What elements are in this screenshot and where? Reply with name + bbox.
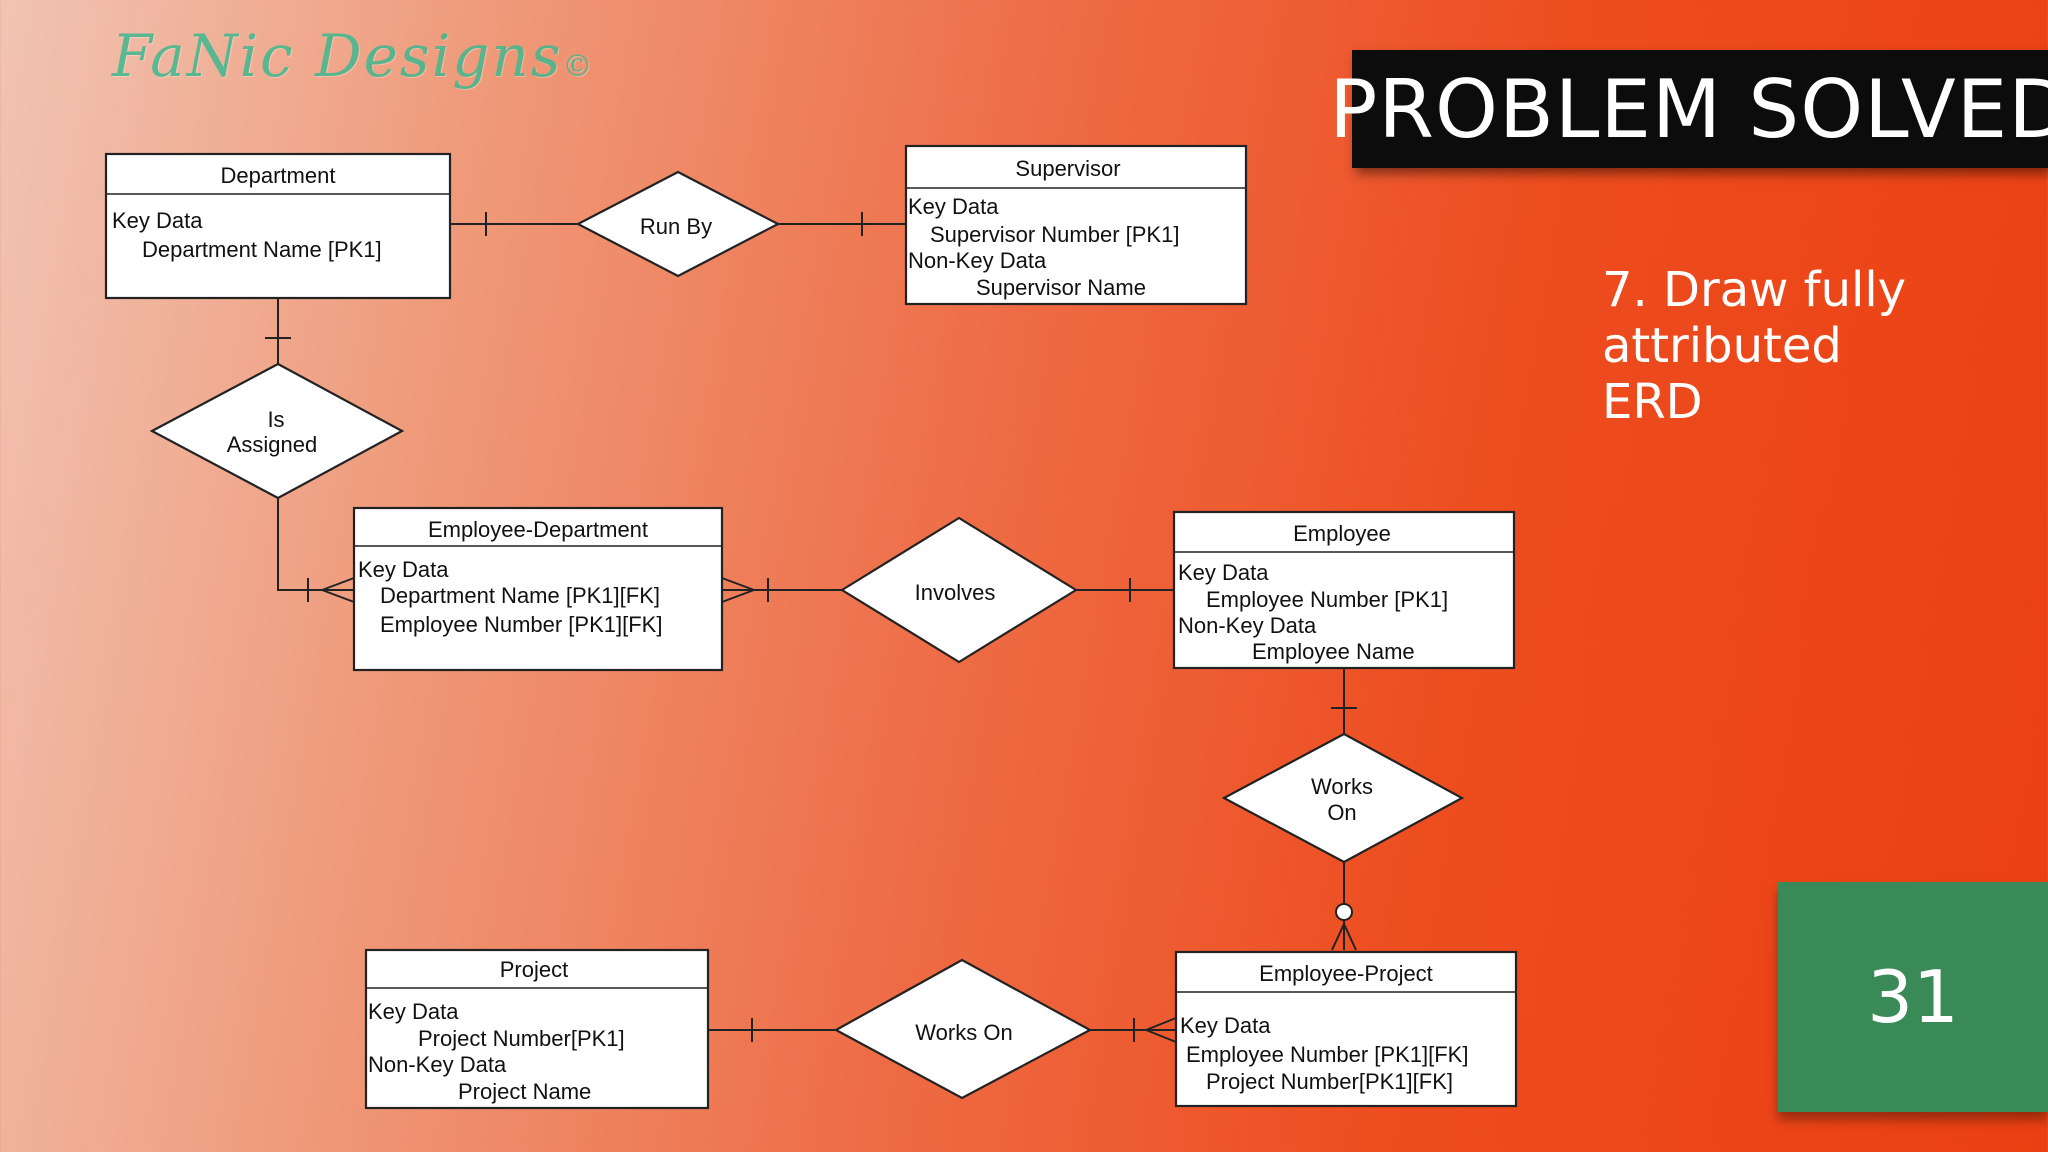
entity-employee-attr-1: Employee Number [PK1] xyxy=(1206,587,1448,612)
entity-employee-title: Employee xyxy=(1293,521,1391,546)
entity-department-key-label: Key Data xyxy=(112,208,203,233)
entity-employee-department-title: Employee-Department xyxy=(428,517,648,542)
entity-supervisor: Supervisor Key Data Supervisor Number [P… xyxy=(904,144,1248,306)
connector-workson-employee-project-2 xyxy=(1090,1017,1177,1043)
entity-employee-department: Employee-Department Key Data Department … xyxy=(352,506,724,672)
connector-employee-department-involves xyxy=(721,577,842,603)
entity-department-attr-1: Department Name [PK1] xyxy=(142,237,382,262)
relationship-is-assigned-label-2: Assigned xyxy=(227,432,318,457)
entity-employee-project-attr-1: Employee Number [PK1][FK] xyxy=(1186,1042,1468,1067)
connector-involves-employee xyxy=(1076,578,1174,602)
copyright-mark: © xyxy=(562,49,595,84)
slide-number-box: 31 xyxy=(1778,882,2048,1112)
connector-workson-employee-project xyxy=(1331,862,1357,951)
connector-project-workson xyxy=(708,1018,836,1042)
connector-isassigned-employee-department xyxy=(277,498,355,603)
fanic-designs-logo: FaNic Designs© xyxy=(112,22,595,90)
entity-employee-project-attr-2: Project Number[PK1][FK] xyxy=(1206,1069,1453,1094)
entity-project: Project Key Data Project Number[PK1] Non… xyxy=(364,948,710,1110)
task-line-3: ERD xyxy=(1602,374,1703,430)
connector-runby-supervisor xyxy=(778,212,906,236)
entity-project-title: Project xyxy=(500,957,568,982)
entity-employee-department-attr-1: Department Name [PK1][FK] xyxy=(380,583,660,608)
entity-project-key-label: Key Data xyxy=(368,999,459,1024)
connector-employee-workson xyxy=(1331,668,1357,734)
entity-supervisor-nonkey-label: Non-Key Data xyxy=(908,248,1047,273)
relationship-involves-label: Involves xyxy=(915,580,996,605)
relationship-is-assigned: Is Assigned xyxy=(149,362,405,500)
relationship-works-on-employee: Works On xyxy=(1221,732,1465,864)
entity-supervisor-attr-2: Supervisor Name xyxy=(976,275,1146,300)
entity-project-attr-2: Project Name xyxy=(458,1079,591,1104)
connector-department-isassigned xyxy=(265,298,291,364)
relationship-involves: Involves xyxy=(839,516,1079,664)
entity-employee-key-label: Key Data xyxy=(1178,560,1269,585)
entity-employee-project-title: Employee-Project xyxy=(1259,961,1433,986)
relationship-works-on-label-1: Works xyxy=(1311,774,1373,799)
entity-employee-department-key-label: Key Data xyxy=(358,557,449,582)
task-line-1: 7. Draw fully xyxy=(1602,262,1907,318)
entity-employee: Employee Key Data Employee Number [PK1] … xyxy=(1172,510,1516,670)
entity-employee-project: Employee-Project Key Data Employee Numbe… xyxy=(1174,950,1518,1108)
relationship-is-assigned-label-1: Is xyxy=(267,407,284,432)
entity-department: Department Key Data Department Name [PK1… xyxy=(104,152,452,300)
entity-employee-attr-2: Employee Name xyxy=(1252,639,1415,664)
logo-text: FaNic Designs xyxy=(112,22,563,90)
task-description: 7. Draw fully attributed ERD xyxy=(1602,262,1982,430)
relationship-works-on-label-2: On xyxy=(1327,800,1356,825)
entity-employee-nonkey-label: Non-Key Data xyxy=(1178,613,1317,638)
problem-solved-banner: PROBLEM SOLVED xyxy=(1329,50,2048,168)
connector-department-runby xyxy=(450,212,578,236)
entity-department-title: Department xyxy=(221,163,336,188)
entity-supervisor-title: Supervisor xyxy=(1015,156,1120,181)
entity-supervisor-key-label: Key Data xyxy=(908,194,999,219)
entity-employee-project-key-label: Key Data xyxy=(1180,1013,1271,1038)
entity-employee-department-attr-2: Employee Number [PK1][FK] xyxy=(380,612,662,637)
entity-supervisor-attr-1: Supervisor Number [PK1] xyxy=(930,222,1179,247)
relationship-works-on-project: Works On xyxy=(833,958,1093,1100)
slide-number: 31 xyxy=(1867,955,1959,1039)
relationship-run-by-label: Run By xyxy=(640,214,712,239)
entity-project-nonkey-label: Non-Key Data xyxy=(368,1052,507,1077)
entity-project-attr-1: Project Number[PK1] xyxy=(418,1026,625,1051)
relationship-run-by: Run By xyxy=(575,170,781,278)
relationship-works-on-project-label: Works On xyxy=(915,1020,1012,1045)
task-line-2: attributed xyxy=(1602,318,1842,374)
banner-title: PROBLEM SOLVED xyxy=(1329,62,2048,156)
